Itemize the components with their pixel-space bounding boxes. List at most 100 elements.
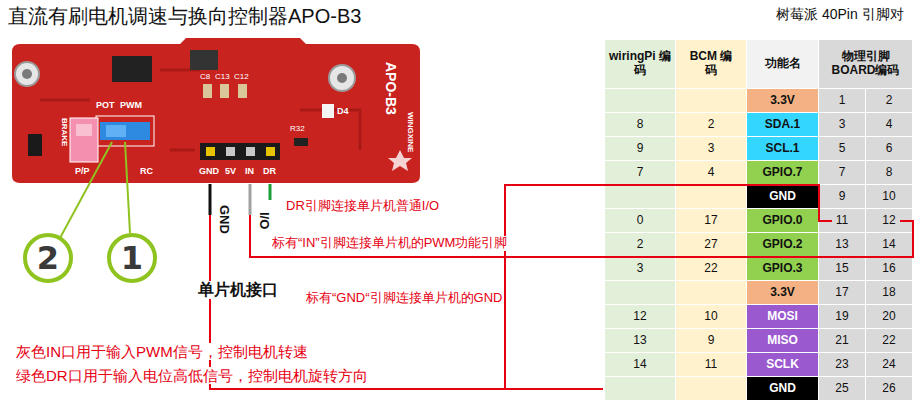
table-cell-text: MOSI <box>747 305 818 328</box>
board-model: APO-B3 <box>384 62 398 115</box>
table-cell-text: 19 <box>819 305 865 328</box>
silk-star <box>388 150 412 171</box>
table-cell-text: 22 <box>866 329 912 352</box>
mode-jumper <box>100 122 150 140</box>
table-cell-text: 11 <box>819 209 865 232</box>
leader-line <box>125 142 130 233</box>
note: 灰色IN口用于输入PWM信号，控制电机转速 <box>14 343 310 360</box>
table-cell-text: 13 <box>819 233 865 256</box>
table-cell-text: 10 <box>866 185 912 208</box>
table-cell-text: 27 <box>676 233 746 256</box>
table-cell-text: GPIO.2 <box>747 233 818 256</box>
table-cell <box>676 377 746 400</box>
resistor <box>294 138 308 146</box>
table-cell-text: 14 <box>866 233 912 256</box>
table-cell-text: 20 <box>866 305 912 328</box>
table-cell <box>605 377 675 400</box>
silk-label: RC <box>140 166 153 176</box>
table-cell-text: 6 <box>866 137 912 160</box>
screw-head <box>337 73 347 83</box>
table-cell-text: 22 <box>676 257 746 280</box>
dr-route <box>505 185 832 389</box>
table-cell-text: GPIO.7 <box>747 161 818 184</box>
callout-number: 2 <box>37 242 59 274</box>
table-cell-text: GPIO.0 <box>747 209 818 232</box>
table-cell-text: GND <box>747 185 818 208</box>
table-cell-text: 13 <box>605 329 675 352</box>
table-cell-text: 3 <box>819 113 865 136</box>
pin-name: IN <box>245 166 254 176</box>
table-cell-text: 5 <box>819 137 865 160</box>
table-cell <box>605 281 675 304</box>
capacitor <box>203 84 212 98</box>
wire-label: I/O <box>258 212 271 229</box>
table-cell-text: 2 <box>866 89 912 112</box>
table-cell-text: 21 <box>819 329 865 352</box>
table-cell-text: 2 <box>676 113 746 136</box>
table-cell-text: 25 <box>819 377 865 400</box>
pin <box>246 147 255 156</box>
table-cell-text: 12 <box>866 209 912 232</box>
table-cell-text: 10 <box>676 305 746 328</box>
silk-label: R32 <box>290 124 305 133</box>
table-header: 物理引脚 BOARD编码 <box>819 40 912 88</box>
table-cell-text: SCLK <box>747 353 818 376</box>
silk-label: C12 <box>234 72 249 81</box>
silk-label: D4 <box>337 106 349 116</box>
table-cell-text: GPIO.3 <box>747 257 818 280</box>
title: 直流有刷电机调速与换向控制器APO-B3 <box>8 5 361 28</box>
screw-hole <box>15 62 39 86</box>
leader-line <box>60 142 112 238</box>
table-title: 树莓派 40Pin 引脚对 <box>776 6 904 22</box>
brand-mark: WINGXINE <box>406 112 414 152</box>
table-cell-text: MISO <box>747 329 818 352</box>
note: 绿色DR口用于输入电位高低信号，控制电机旋转方向 <box>14 367 370 384</box>
table-cell-text: 2 <box>605 233 675 256</box>
table-cell-text: 7 <box>605 161 675 184</box>
table-cell-text: 1 <box>819 89 865 112</box>
table-cell-text: 9 <box>605 137 675 160</box>
table-cell <box>676 281 746 304</box>
table-cell-text: GND <box>747 377 818 400</box>
table-header: wiringPi 编码 <box>605 40 675 88</box>
gnd-route <box>210 215 603 389</box>
annotation: DR引脚连接单片机普通I/O <box>284 199 441 214</box>
table-cell-text: 16 <box>866 257 912 280</box>
table-cell-text: 8 <box>866 161 912 184</box>
switch-lever <box>76 124 92 136</box>
callout-circle: 1 <box>107 233 157 283</box>
annotation: 标有“GND“引脚连接单片机的GND <box>304 291 504 306</box>
silk-label: BRAKE <box>60 118 68 146</box>
chip <box>190 50 218 70</box>
capacitor <box>238 84 247 98</box>
table-cell-text: 9 <box>819 185 865 208</box>
silk-label: POT <box>96 100 115 110</box>
annotation: 标有“IN”引脚连接单片机的PWM功能引脚 <box>270 236 509 251</box>
pin-header <box>200 143 280 160</box>
silkscreen-box <box>96 116 154 146</box>
led <box>322 104 334 118</box>
table-cell-text: 26 <box>866 377 912 400</box>
table-cell-text: 24 <box>866 353 912 376</box>
in-route <box>250 215 913 257</box>
table-cell-text: SDA.1 <box>747 113 818 136</box>
silk-label: C8 <box>200 72 210 81</box>
brake-switch <box>70 118 98 162</box>
table-cell-text: SCL.1 <box>747 137 818 160</box>
table-cell <box>605 89 675 112</box>
table-cell-text: 17 <box>819 281 865 304</box>
pin <box>226 147 235 156</box>
table-cell-text: 12 <box>605 305 675 328</box>
table-cell-text: 0 <box>605 209 675 232</box>
table-cell-text: 8 <box>605 113 675 136</box>
in-wire <box>249 184 252 215</box>
table-cell-text: 3.3V <box>747 281 818 304</box>
table-cell-text: 9 <box>676 329 746 352</box>
table-cell <box>676 89 746 112</box>
screw-hole <box>329 65 355 91</box>
silk-label: C13 <box>215 72 230 81</box>
callout-number: 1 <box>121 242 143 274</box>
table-cell-text: 4 <box>676 161 746 184</box>
table-cell-text: 23 <box>819 353 865 376</box>
table-cell-text: 17 <box>676 209 746 232</box>
